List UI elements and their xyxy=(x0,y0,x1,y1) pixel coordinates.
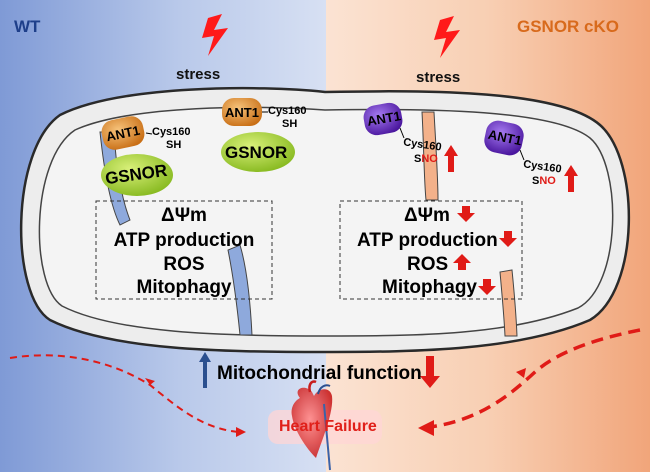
crista-cko-1 xyxy=(421,111,439,201)
cko-effects-box xyxy=(339,200,523,300)
crista-wt-2 xyxy=(227,244,253,336)
cko-ros-text: ROS xyxy=(407,254,449,275)
atp-down-arrow-icon xyxy=(499,231,517,247)
sh-label-wt1: SH xyxy=(166,139,182,151)
cko-dashed-arrowhead-icon xyxy=(418,420,434,436)
crista-cko-2 xyxy=(499,269,518,337)
cko-dpsi-text: ΔΨm xyxy=(404,205,450,226)
cko-dashed-mid-arrowhead-icon xyxy=(516,368,526,378)
mito-function-label: Mitochondrial function xyxy=(217,363,422,384)
mitochondrion-inner-membrane xyxy=(38,106,614,337)
gsnor-label-2: GSNOR xyxy=(225,143,288,162)
cko1-cys-connector xyxy=(399,127,405,139)
ant1-wt-2-label: ANT1 xyxy=(225,105,259,120)
mitophagy-down-arrow-icon xyxy=(478,279,496,295)
stress-label-cko: stress xyxy=(416,69,461,86)
stress-lightning-icon-wt xyxy=(202,14,228,56)
wt-mitophagy-text: Mitophagy xyxy=(136,277,232,298)
sno-no-text: NO xyxy=(539,175,556,187)
sno-s-text: S xyxy=(532,175,540,187)
cys160-label-wt1: Cys160 xyxy=(152,126,191,138)
wt-dashed-path xyxy=(9,354,239,433)
cys160-label-wt2: Cys160 xyxy=(268,105,307,117)
cko2-cys-connector xyxy=(519,149,525,161)
mito-function-down-arrow-icon xyxy=(420,356,440,388)
wt1-cys-connector xyxy=(145,132,153,135)
cko-atp-text: ATP production xyxy=(357,230,498,251)
wt-dashed-arrowhead-icon xyxy=(236,427,246,437)
heart-failure-label: Heart Failure xyxy=(279,418,377,435)
sno-s-text: S xyxy=(414,153,422,165)
dpsi-down-arrow-icon xyxy=(457,206,475,222)
heart-icon xyxy=(291,380,333,471)
wt-effects-box xyxy=(95,200,273,300)
gsnor-cko-label: GSNOR cKO xyxy=(517,17,620,36)
ant1-wt-1-shape xyxy=(101,116,145,150)
sno-no-text: NO xyxy=(421,153,438,165)
sno-up-arrow-icon-1 xyxy=(444,145,458,172)
sh-label-wt2: SH xyxy=(282,118,298,130)
cko-dashed-path xyxy=(429,328,641,429)
wt-dashed-mid-arrowhead-icon xyxy=(145,378,155,385)
sno-up-arrow-icon-2 xyxy=(564,165,578,192)
ant1-cko-2-shape xyxy=(484,120,524,156)
sno-label-cko2: SNO xyxy=(532,176,556,187)
gsnor-ellipse-1 xyxy=(101,154,173,196)
ant1-wt-2-shape xyxy=(222,98,262,126)
gsnor-ellipse-2 xyxy=(221,132,295,172)
mito-function-up-arrow-icon xyxy=(199,352,211,388)
stress-lightning-icon-cko xyxy=(434,16,460,58)
ant1-cko-1-shape xyxy=(363,102,403,136)
wt-atp-text: ATP production xyxy=(113,230,255,251)
sno-label-cko1: SNO xyxy=(414,154,438,165)
stress-label-wt: stress xyxy=(176,66,221,83)
wt-ros-text: ROS xyxy=(163,254,205,275)
cko-mitophagy-text: Mitophagy xyxy=(382,277,477,298)
wt-dpsi-text: ΔΨm xyxy=(161,205,207,226)
wt-label: WT xyxy=(14,17,41,36)
ros-up-arrow-icon xyxy=(453,254,471,270)
